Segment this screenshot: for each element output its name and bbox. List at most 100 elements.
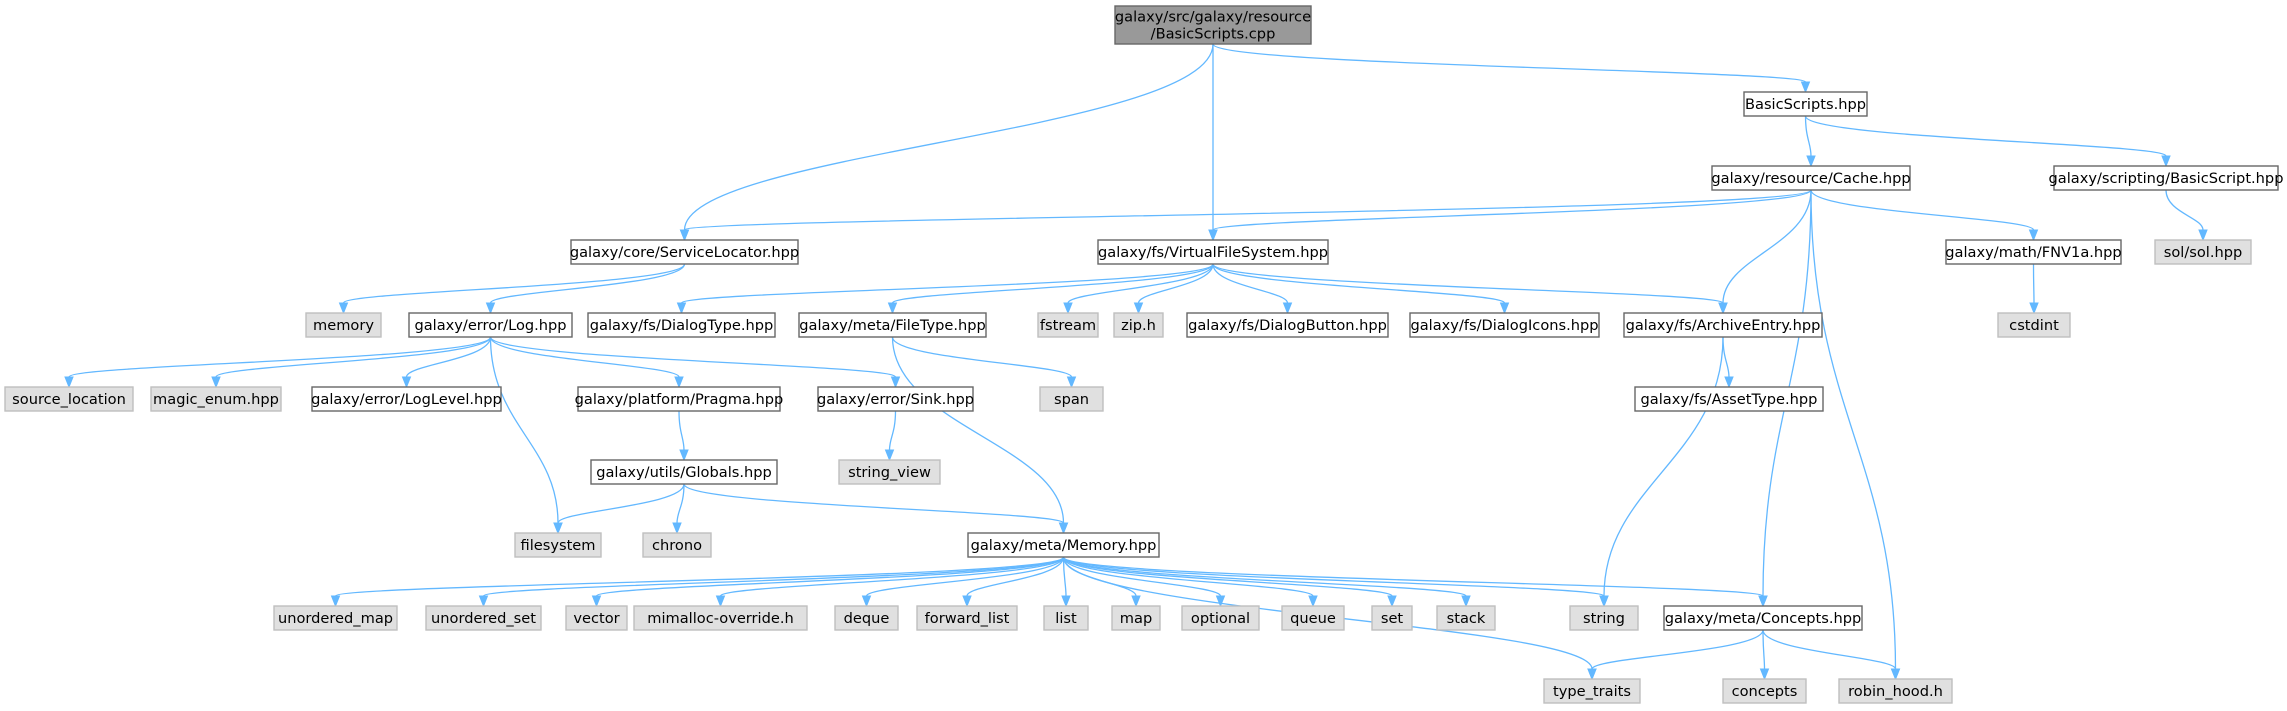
node-label: galaxy/utils/Globals.hpp bbox=[596, 464, 772, 481]
node-basicscript-hpp[interactable]: galaxy/scripting/BasicScript.hpp bbox=[2049, 165, 2284, 191]
edge-log_hpp-to-sink_hpp bbox=[489, 336, 897, 378]
arrowhead-fnv1a_hpp-to-cstdint bbox=[2029, 302, 2039, 315]
edge-concepts_hpp-to-concepts bbox=[1762, 629, 1766, 670]
node-cache-hpp[interactable]: galaxy/resource/Cache.hpp bbox=[1711, 165, 1911, 191]
edge-vfs_hpp-to-filetype_hpp bbox=[891, 263, 1214, 304]
node-label: cstdint bbox=[2009, 317, 2059, 334]
node-dialogicons-hpp[interactable]: galaxy/fs/DialogIcons.hpp bbox=[1409, 312, 1600, 338]
node-dialogbutton-hpp[interactable]: galaxy/fs/DialogButton.hpp bbox=[1186, 312, 1389, 338]
node-box bbox=[150, 386, 282, 412]
node-box bbox=[1543, 678, 1641, 704]
node-box bbox=[817, 386, 974, 412]
node-memory: memory bbox=[305, 312, 382, 338]
node-label: galaxy/error/Sink.hpp bbox=[817, 391, 974, 408]
node-box bbox=[577, 386, 781, 412]
node-magic-enum-hpp: magic_enum.hpp bbox=[150, 386, 282, 412]
node-box bbox=[798, 312, 987, 338]
arrowhead-memory_hpp-to-unordered_map bbox=[330, 595, 341, 608]
node-assettype-hpp[interactable]: galaxy/fs/AssetType.hpp bbox=[1634, 386, 1824, 412]
edge-globals_hpp-to-filesystem bbox=[557, 483, 685, 524]
node-cstdint: cstdint bbox=[1997, 312, 2071, 338]
node-label: fstream bbox=[1040, 317, 1096, 334]
node-loglevel-hpp[interactable]: galaxy/error/LogLevel.hpp bbox=[311, 386, 502, 412]
node-fnv1a-hpp[interactable]: galaxy/math/FNV1a.hpp bbox=[1945, 239, 2122, 265]
node-span: span bbox=[1039, 386, 1104, 412]
arrowhead-basicscripts_hpp-to-cache_hpp bbox=[1806, 155, 1816, 168]
node-label: galaxy/error/LogLevel.hpp bbox=[311, 391, 502, 408]
edge-memory_hpp-to-forward_list bbox=[966, 556, 1065, 597]
node-vfs-hpp[interactable]: galaxy/fs/VirtualFileSystem.hpp bbox=[1097, 239, 1329, 265]
arrowhead-memory_hpp-to-mimalloc_override_h bbox=[715, 595, 726, 608]
node-pragma-hpp[interactable]: galaxy/platform/Pragma.hpp bbox=[575, 386, 784, 412]
arrowhead-vfs_hpp-to-dialogicons_hpp bbox=[1499, 302, 1510, 315]
node-box bbox=[590, 459, 778, 485]
node-label: sol/sol.hpp bbox=[2164, 244, 2243, 261]
node-box bbox=[4, 386, 134, 412]
arrowhead-log_hpp-to-pragma_hpp bbox=[674, 376, 684, 389]
node-label: robin_hood.h bbox=[1848, 683, 1943, 700]
node-box bbox=[425, 605, 542, 631]
node-filetype-hpp[interactable]: galaxy/meta/FileType.hpp bbox=[798, 312, 987, 338]
node-label: mimalloc-override.h bbox=[647, 610, 794, 627]
nodes-layer: galaxy/src/galaxy/resource/BasicScripts.… bbox=[4, 5, 2284, 704]
node-archiveentry-hpp[interactable]: galaxy/fs/ArchiveEntry.hpp bbox=[1623, 312, 1823, 338]
node-label: source_location bbox=[12, 391, 126, 408]
node-label: /BasicScripts.cpp bbox=[1151, 26, 1276, 43]
node-servicelocator-hpp[interactable]: galaxy/core/ServiceLocator.hpp bbox=[570, 239, 799, 265]
edge-basicscripts_hpp-to-cache_hpp bbox=[1804, 115, 1812, 157]
edge-archiveentry_hpp-to-string bbox=[1603, 336, 1724, 597]
node-root[interactable]: galaxy/src/galaxy/resource/BasicScripts.… bbox=[1114, 5, 1312, 45]
node-label: filesystem bbox=[521, 537, 596, 554]
node-label: set bbox=[1381, 610, 1404, 627]
node-label: galaxy/platform/Pragma.hpp bbox=[575, 391, 784, 408]
node-box bbox=[1838, 678, 1953, 704]
edge-archiveentry_hpp-to-assettype_hpp bbox=[1722, 336, 1730, 378]
node-box bbox=[1634, 386, 1824, 412]
node-fstream: fstream bbox=[1037, 312, 1099, 338]
node-log-hpp[interactable]: galaxy/error/Log.hpp bbox=[408, 312, 573, 338]
edge-memory_hpp-to-string bbox=[1062, 556, 1605, 597]
arrowhead-servicelocator_hpp-to-memory bbox=[338, 302, 349, 315]
arrowhead-vfs_hpp-to-archiveentry_hpp bbox=[1718, 302, 1728, 315]
node-globals-hpp[interactable]: galaxy/utils/Globals.hpp bbox=[590, 459, 778, 485]
arrowhead-concepts_hpp-to-robin_hood_h bbox=[1890, 668, 1901, 681]
node-box bbox=[1281, 605, 1345, 631]
node-box bbox=[967, 532, 1160, 558]
node-label: BasicScripts.hpp bbox=[1745, 96, 1866, 113]
node-label: galaxy/fs/DialogType.hpp bbox=[590, 317, 773, 334]
node-sink-hpp[interactable]: galaxy/error/Sink.hpp bbox=[817, 386, 974, 412]
node-queue: queue bbox=[1281, 605, 1345, 631]
edge-servicelocator_hpp-to-memory bbox=[342, 263, 686, 304]
node-box bbox=[1711, 165, 1911, 191]
node-sol-hpp: sol/sol.hpp bbox=[2154, 239, 2252, 265]
edges-layer bbox=[64, 43, 2208, 681]
node-memory-hpp[interactable]: galaxy/meta/Memory.hpp bbox=[967, 532, 1160, 558]
node-box bbox=[273, 605, 398, 631]
node-label: unordered_set bbox=[431, 610, 536, 627]
node-box bbox=[1663, 605, 1863, 631]
edge-vfs_hpp-to-zip_h bbox=[1137, 263, 1214, 304]
node-box bbox=[838, 459, 941, 485]
arrowhead-memory_hpp-to-concepts_hpp bbox=[1758, 595, 1768, 608]
arrowhead-pragma_hpp-to-globals_hpp bbox=[679, 449, 689, 462]
node-box bbox=[514, 532, 602, 558]
edge-cache_hpp-to-archiveentry_hpp bbox=[1722, 189, 1812, 304]
node-box bbox=[1043, 605, 1089, 631]
node-string-view: string_view bbox=[838, 459, 941, 485]
node-label: forward_list bbox=[925, 610, 1010, 627]
edge-memory_hpp-to-vector bbox=[595, 556, 1065, 597]
node-box bbox=[565, 605, 628, 631]
node-label: galaxy/meta/Concepts.hpp bbox=[1665, 610, 1862, 627]
node-label: galaxy/fs/DialogButton.hpp bbox=[1188, 317, 1387, 334]
edge-sink_hpp-to-string_view bbox=[888, 410, 897, 451]
node-label: galaxy/core/ServiceLocator.hpp bbox=[570, 244, 799, 261]
node-box bbox=[1186, 312, 1389, 338]
node-concepts-hpp[interactable]: galaxy/meta/Concepts.hpp bbox=[1663, 605, 1863, 631]
node-basicscripts-hpp[interactable]: BasicScripts.hpp bbox=[1743, 91, 1868, 117]
edge-root-to-servicelocator_hpp bbox=[683, 43, 1214, 231]
node-dialogtype-hpp[interactable]: galaxy/fs/DialogType.hpp bbox=[587, 312, 776, 338]
arrowhead-basicscripts_hpp-to-basicscript_hpp bbox=[2161, 155, 2171, 168]
edge-memory_hpp-to-stack bbox=[1062, 556, 1467, 597]
node-box bbox=[311, 386, 502, 412]
